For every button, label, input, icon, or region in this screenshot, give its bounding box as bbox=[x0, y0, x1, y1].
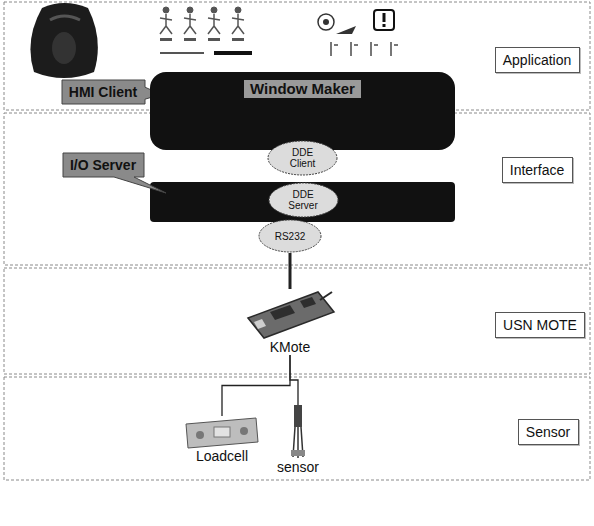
dark-device-image bbox=[30, 3, 97, 78]
io-server-bar bbox=[150, 182, 455, 222]
chip bbox=[270, 305, 295, 320]
antenna bbox=[320, 292, 332, 300]
person-icon bbox=[160, 7, 172, 41]
picture-space bbox=[245, 289, 335, 339]
ellipse-shape bbox=[268, 141, 337, 175]
callout-label: HMI Client bbox=[62, 80, 145, 104]
ellipse-shape bbox=[259, 220, 321, 252]
node-text: Window Maker bbox=[244, 80, 361, 98]
protocol-ellipse: DDE Client bbox=[267, 140, 338, 176]
bolt-hole bbox=[196, 431, 204, 439]
block-shape bbox=[150, 72, 455, 150]
operator-icons bbox=[160, 7, 252, 55]
status-icons bbox=[318, 10, 398, 56]
probe-head bbox=[294, 405, 302, 427]
ellipse-shape bbox=[269, 183, 338, 217]
node-text: KMote bbox=[270, 339, 310, 355]
gauge-window bbox=[214, 427, 230, 437]
layer-label: USN MOTE bbox=[495, 312, 585, 338]
node-text: Interface bbox=[510, 162, 564, 178]
node-text: sensor bbox=[277, 459, 319, 475]
mote-band bbox=[4, 268, 590, 374]
person-icon bbox=[232, 7, 244, 41]
application-block: DDE ClientWindow Maker bbox=[150, 72, 455, 150]
device-highlight bbox=[50, 16, 80, 20]
sensor-band bbox=[4, 377, 590, 480]
dial-icon bbox=[318, 14, 334, 30]
gauge-bar bbox=[214, 51, 252, 55]
port-ellipse: RS232 bbox=[258, 219, 322, 253]
circuit-board bbox=[248, 292, 334, 338]
callout-shape bbox=[62, 80, 161, 104]
application-band bbox=[4, 2, 590, 110]
layer-label: Interface bbox=[502, 157, 573, 183]
hmi-screenshot bbox=[30, 3, 97, 78]
node-text: DDE Client bbox=[281, 147, 325, 169]
bolt-hole bbox=[240, 427, 248, 435]
alarm-mark bbox=[383, 24, 386, 27]
node-text: Loadcell bbox=[196, 448, 248, 464]
callout-label: I/O Server bbox=[63, 153, 144, 177]
picture-space bbox=[286, 405, 310, 459]
connector-line bbox=[222, 355, 290, 416]
probe-tip bbox=[291, 450, 305, 456]
picture-space bbox=[184, 416, 260, 448]
connector-line bbox=[289, 253, 292, 289]
person-icon bbox=[208, 7, 220, 41]
node-text: Application bbox=[503, 52, 572, 68]
sensor-probe bbox=[291, 405, 305, 458]
arrow-icon bbox=[336, 26, 356, 34]
sensor-device: Loadcell bbox=[184, 416, 260, 464]
node-text: I/O Server bbox=[70, 157, 136, 173]
layer-label: Sensor bbox=[518, 419, 579, 445]
node-text: RS232 bbox=[275, 231, 306, 242]
node-text: USN MOTE bbox=[503, 317, 577, 333]
layer-bands bbox=[4, 2, 590, 480]
node-text: Sensor bbox=[526, 424, 570, 440]
small-readouts bbox=[330, 42, 398, 56]
alarm-icon bbox=[374, 10, 394, 30]
sensor-device: sensor bbox=[277, 405, 320, 475]
loadcell-image bbox=[186, 418, 258, 448]
loadcell-body bbox=[186, 418, 258, 448]
gauge-bar bbox=[160, 52, 204, 54]
connector-line bbox=[290, 355, 298, 405]
device-detail bbox=[52, 32, 76, 64]
dial-center bbox=[323, 19, 329, 25]
node-text: HMI Client bbox=[69, 84, 137, 100]
chip bbox=[300, 297, 316, 308]
kmote-board bbox=[248, 292, 334, 338]
layer-label: Application bbox=[495, 47, 580, 73]
connector bbox=[254, 319, 266, 329]
node-text: DDE Server bbox=[281, 189, 325, 211]
callout-shape bbox=[63, 153, 166, 193]
person-icon bbox=[184, 7, 196, 41]
mote-device: KMote bbox=[245, 289, 335, 355]
alarm-mark bbox=[383, 13, 386, 22]
protocol-ellipse: DDE Server bbox=[268, 182, 339, 218]
